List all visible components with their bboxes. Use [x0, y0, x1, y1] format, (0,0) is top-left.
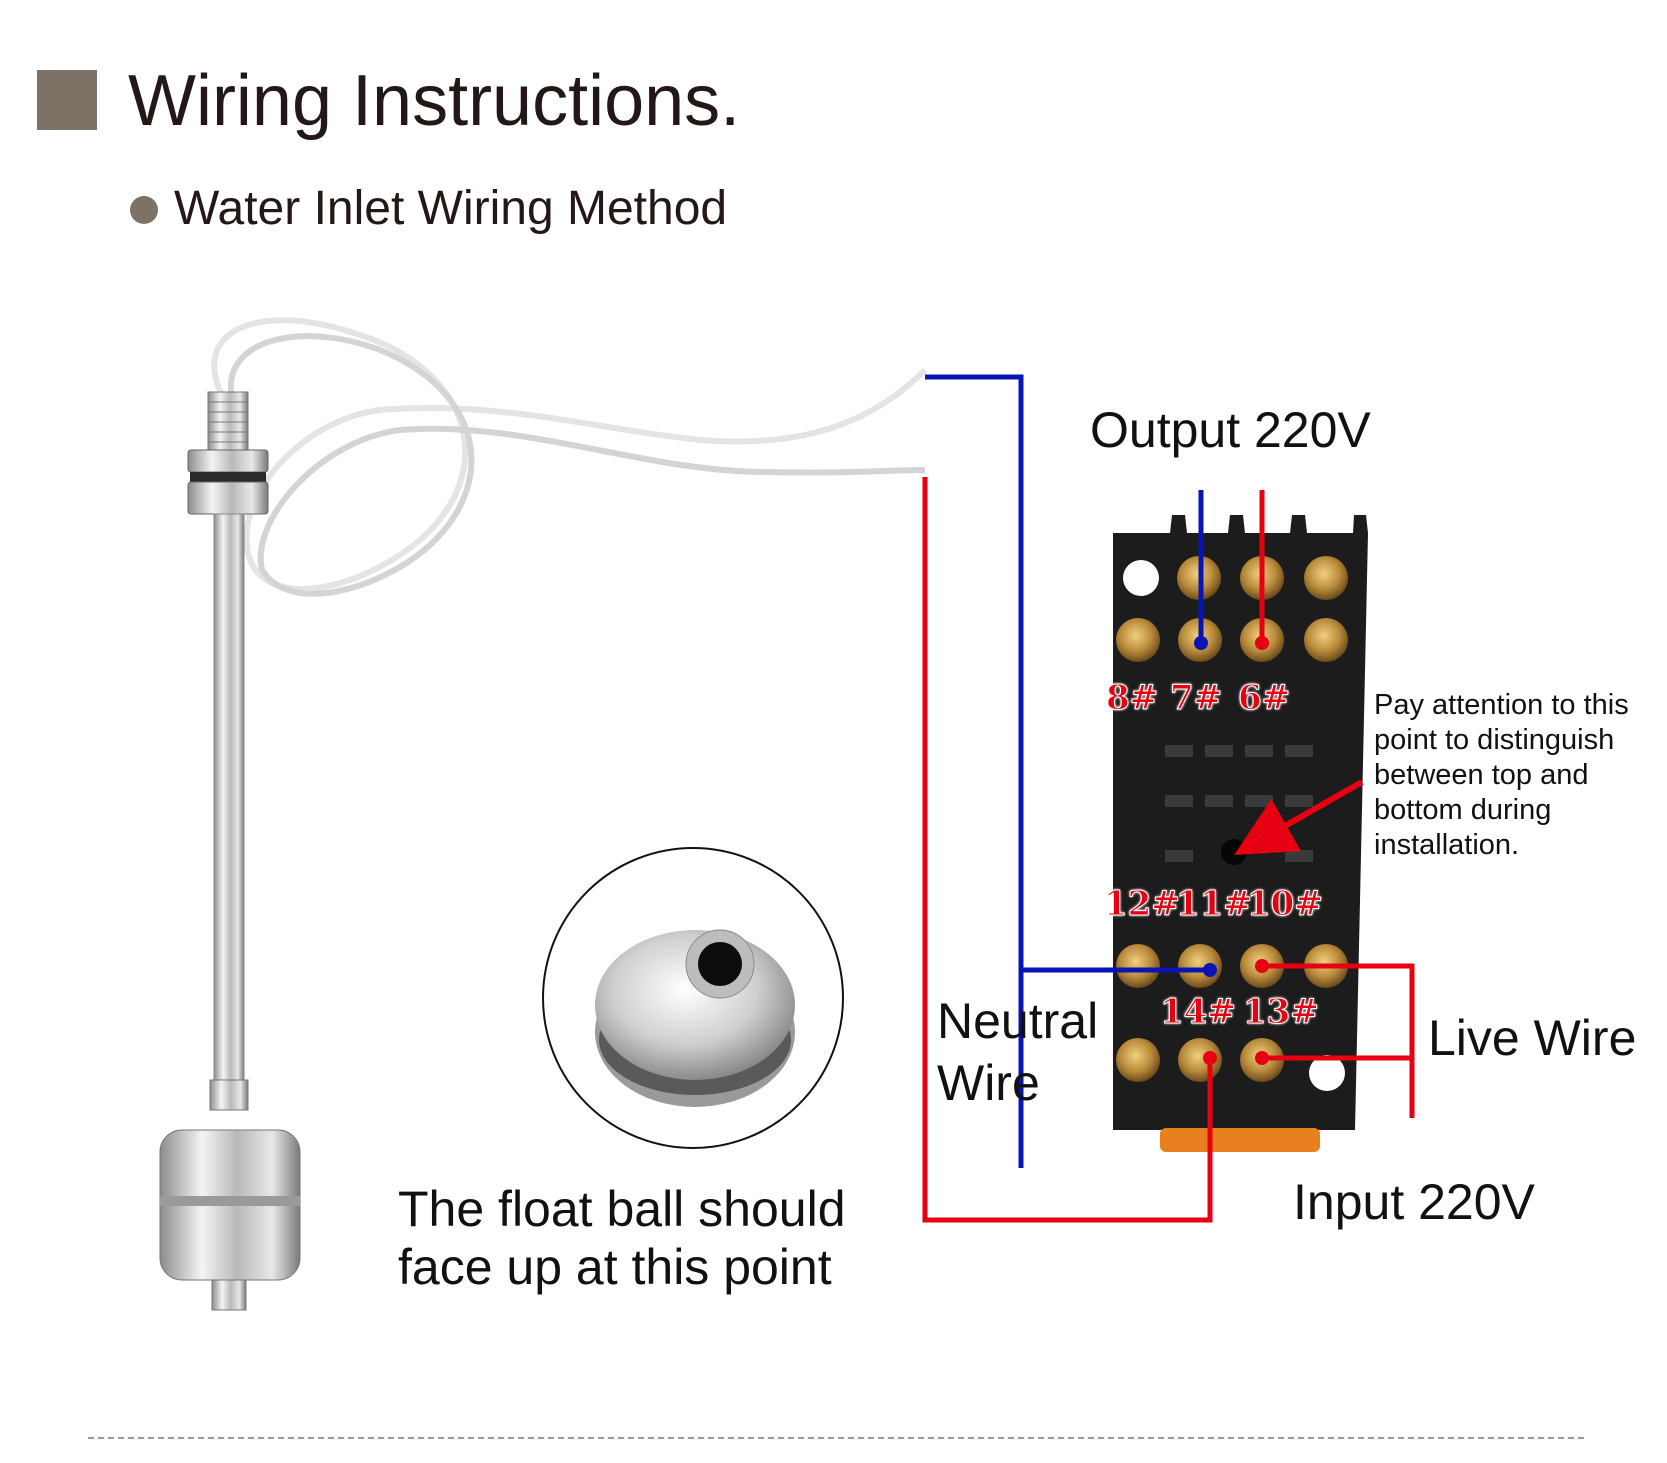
terminal-12-label: 12#	[1104, 884, 1181, 925]
junction-dot	[1203, 1051, 1217, 1065]
hex-nut-lower	[187, 481, 269, 515]
relay-base	[1113, 515, 1368, 1130]
terminal-8-label: 8#	[1105, 678, 1159, 719]
screw	[1304, 556, 1348, 600]
screw	[1116, 618, 1160, 662]
mount-hole-top	[1123, 560, 1159, 596]
output-label: Output 220V	[1090, 402, 1371, 458]
mount-hole-bottom	[1309, 1055, 1345, 1091]
float-ball-zoom	[542, 847, 844, 1149]
input-label: Input 220V	[1293, 1174, 1535, 1230]
junction-dot	[1255, 636, 1269, 650]
orientation-dot	[1221, 839, 1247, 865]
section-divider	[88, 1437, 1584, 1439]
screw	[1116, 944, 1160, 988]
float-stem	[213, 513, 245, 1089]
float-ball-seam	[160, 1196, 300, 1206]
cable-wire-b	[227, 333, 926, 597]
terminal-11-label: 11#	[1176, 884, 1253, 925]
terminal-10-label: 10#	[1247, 884, 1324, 925]
junction-dot	[1255, 1051, 1269, 1065]
neutral-wire-float	[925, 374, 1024, 1168]
stop-ring	[209, 1079, 249, 1111]
float-ball-note: The float ball should face up at this po…	[398, 1181, 846, 1295]
terminal-7-label: 7#	[1169, 678, 1223, 719]
live-wire-float	[922, 477, 1213, 1223]
relay-foot	[1160, 1128, 1320, 1152]
ball-hole	[698, 942, 742, 986]
junction-dot	[1194, 636, 1208, 650]
screw	[1304, 618, 1348, 662]
page-subtitle: Water Inlet Wiring Method	[174, 182, 728, 235]
bottom-clip	[211, 1279, 247, 1311]
terminal-13-label: 13#	[1243, 992, 1320, 1033]
wires	[922, 374, 1415, 1223]
terminal-6-label: 6#	[1237, 678, 1291, 719]
junction-dot	[1255, 959, 1269, 973]
orientation-arrow-icon	[1234, 779, 1364, 855]
live-wire-label: Live Wire	[1428, 1010, 1637, 1066]
screw	[1116, 1038, 1160, 1082]
orientation-note: Pay attention to this point to distingui…	[1374, 689, 1629, 861]
bullet-icon	[130, 196, 158, 224]
hex-nut	[187, 449, 269, 473]
terminal-14-label: 14#	[1160, 992, 1237, 1033]
neutral-wire-label: Neutral Wire	[937, 993, 1099, 1111]
live-wire-terminal-13	[1262, 963, 1415, 1118]
rubber-washer	[190, 472, 266, 482]
cable-wire-a	[211, 317, 928, 592]
screw	[1178, 944, 1222, 988]
page-title: Wiring Instructions.	[128, 61, 741, 141]
float-switch	[159, 317, 928, 1311]
heading-square-icon	[37, 70, 97, 130]
junction-dot	[1203, 963, 1217, 977]
